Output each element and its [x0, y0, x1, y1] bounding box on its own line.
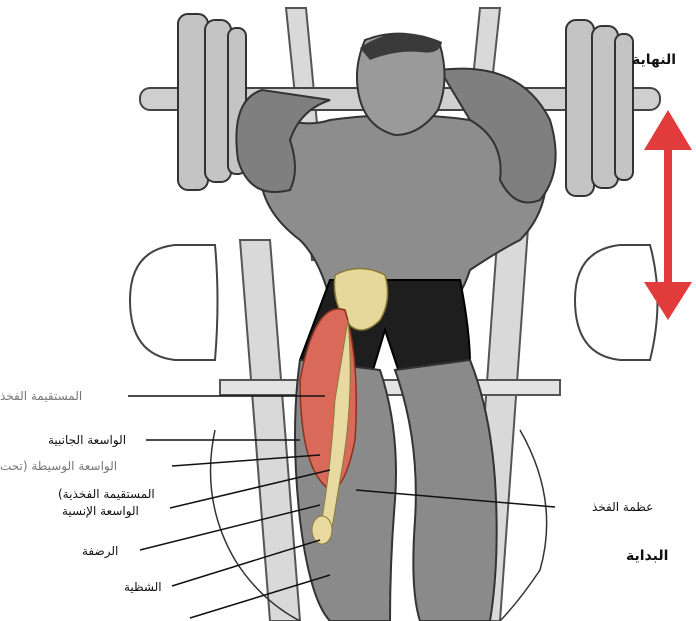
rectus-femoris-top-label: المستقيمة الفخذ [0, 389, 82, 403]
end-label: النهاية [632, 52, 676, 68]
rectus-femoris-label: المستقيمة الفخذية) [58, 487, 155, 501]
right-plates [566, 20, 633, 196]
start-label: البداية [626, 548, 668, 564]
patella-bone [312, 516, 332, 544]
tibia-label: الشظية [124, 580, 162, 594]
vastus-medialis-label: الواسعة الإنسية [62, 504, 139, 518]
motion-arrow [644, 110, 692, 320]
left-plates [178, 14, 246, 190]
patella-label: الرضفة [82, 544, 118, 558]
femur-label: عظمة الفخذ [592, 500, 653, 514]
right-leg [395, 360, 497, 621]
vastus-lateralis-label: الواسعة الجانبية [48, 433, 126, 447]
vastus-intermedius-label: الواسعة الوسيطة (تحت [0, 459, 117, 473]
